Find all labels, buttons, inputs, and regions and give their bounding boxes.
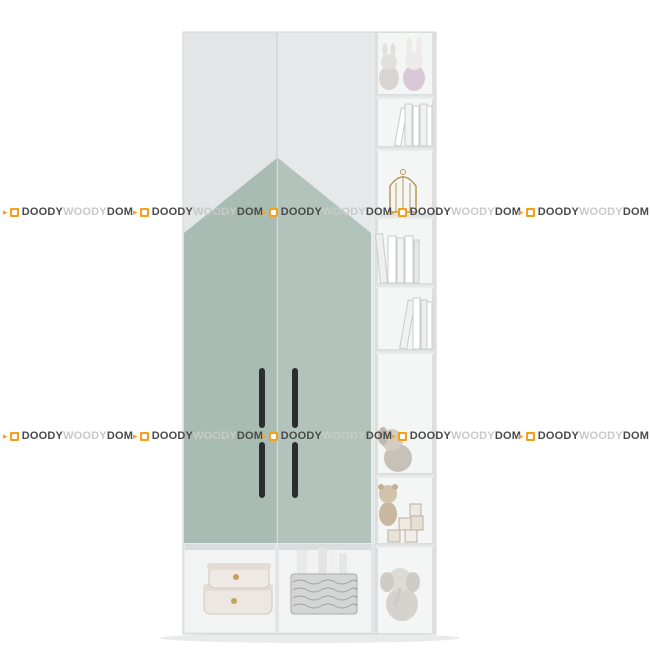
books-shelf-5 bbox=[399, 297, 433, 350]
watermark-logo-icon bbox=[268, 431, 278, 441]
arrow-icon: ▸ bbox=[391, 430, 396, 441]
left-door-sage-panel bbox=[184, 158, 277, 543]
arrow-icon: ▸ bbox=[133, 206, 138, 217]
right-door[interactable] bbox=[278, 33, 371, 543]
watermark-logo-icon bbox=[139, 431, 149, 441]
arrow-icon: ▸ bbox=[3, 206, 8, 217]
watermark-logo-icon bbox=[9, 207, 19, 217]
woven-basket bbox=[290, 548, 358, 615]
watermark-logo-icon bbox=[397, 431, 407, 441]
floor-shadow bbox=[160, 633, 460, 643]
arrow-icon: ▸ bbox=[262, 206, 267, 217]
arrow-icon: ▸ bbox=[391, 206, 396, 217]
watermark-logo-icon bbox=[139, 207, 149, 217]
birdcage bbox=[389, 169, 417, 213]
watermark-logo-icon bbox=[268, 207, 278, 217]
teddy-and-blocks bbox=[378, 484, 424, 543]
watermark-logo-icon bbox=[525, 431, 535, 441]
right-door-sage-panel bbox=[278, 158, 371, 543]
left-door-handles[interactable] bbox=[259, 368, 265, 498]
books-shelf-4 bbox=[374, 233, 420, 284]
arrow-icon: ▸ bbox=[519, 430, 524, 441]
plush-toy bbox=[378, 427, 412, 472]
books-shelf-2 bbox=[394, 103, 433, 147]
arrow-icon: ▸ bbox=[3, 430, 8, 441]
watermark-logo-icon bbox=[397, 207, 407, 217]
right-door-handles[interactable] bbox=[292, 368, 298, 498]
hat-boxes bbox=[203, 563, 273, 615]
watermark-logo-icon bbox=[9, 431, 19, 441]
elephant-toy bbox=[380, 568, 420, 621]
arrow-icon: ▸ bbox=[262, 430, 267, 441]
arrow-icon: ▸ bbox=[519, 206, 524, 217]
watermark-logo-icon bbox=[525, 207, 535, 217]
bunny-toys bbox=[379, 37, 425, 91]
arrow-icon: ▸ bbox=[133, 430, 138, 441]
